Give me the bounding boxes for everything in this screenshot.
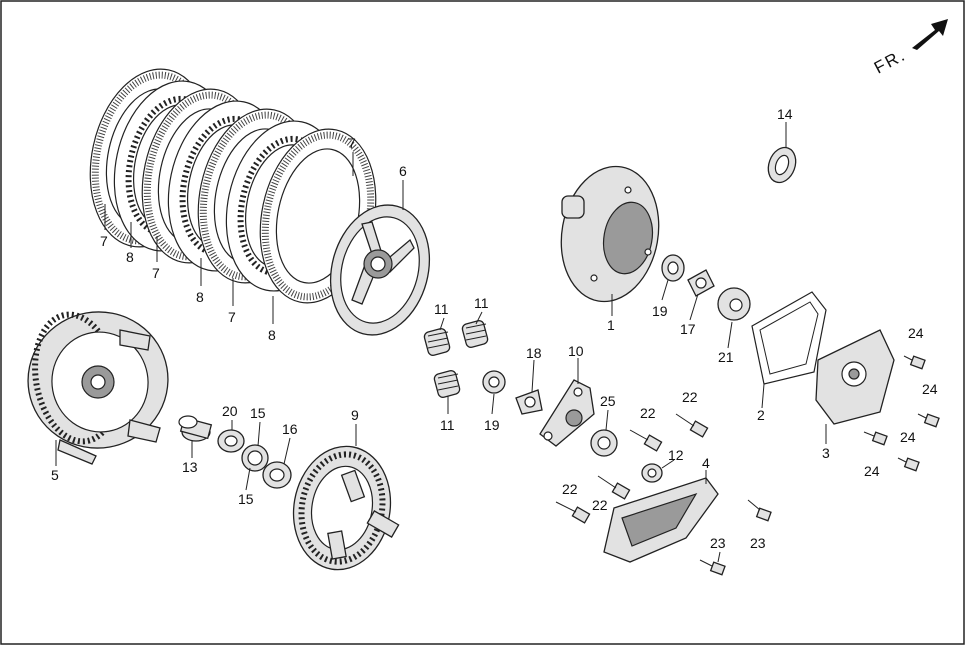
clutch-spring-2 [461, 320, 489, 348]
callout-12: 12 [668, 447, 684, 463]
callout-8: 8 [268, 327, 276, 343]
callout-22: 22 [592, 497, 608, 513]
callout-10: 10 [568, 343, 584, 359]
callout-20: 20 [222, 403, 238, 419]
callout-25: 25 [600, 393, 616, 409]
callout-7: 7 [152, 265, 160, 281]
callout-22: 22 [562, 481, 578, 497]
callout-11: 11 [434, 301, 449, 317]
callout-24: 24 [864, 463, 880, 479]
bolt-22-a [555, 501, 591, 524]
clutch-plate-stack [89, 68, 377, 304]
callout-7: 7 [348, 135, 356, 151]
callout-22: 22 [640, 405, 656, 421]
pressure-plate [329, 204, 431, 336]
primary-drive-housing [560, 165, 660, 303]
callout-8: 8 [196, 289, 204, 305]
lock-washer-15 [241, 444, 269, 472]
callout-4: 4 [702, 455, 710, 471]
lock-washer-17 [687, 269, 715, 297]
screw-24-c [863, 431, 888, 446]
callout-15: 15 [238, 491, 254, 507]
callout-7: 7 [228, 309, 236, 325]
callout-11: 11 [440, 417, 455, 433]
callout-15: 15 [250, 405, 266, 421]
callout-19: 19 [652, 303, 668, 319]
callout-24: 24 [908, 325, 924, 341]
bolt-23-b [747, 499, 772, 522]
bolt-23-a [699, 559, 726, 576]
callout-22: 22 [682, 389, 698, 405]
bearing-25 [590, 429, 618, 457]
callout-23: 23 [710, 535, 726, 551]
callout-14: 14 [777, 106, 793, 122]
collar-21 [717, 287, 751, 321]
callout-2: 2 [757, 407, 765, 423]
callout-19: 19 [484, 417, 500, 433]
callout-18: 18 [526, 345, 542, 361]
callout-11: 11 [474, 295, 489, 311]
callout-16: 16 [282, 421, 298, 437]
callout-3: 3 [822, 445, 830, 461]
callout-24: 24 [922, 381, 938, 397]
screw-24-a [903, 355, 926, 370]
front-direction-indicator: FR. [871, 19, 948, 78]
lifter-plate-18 [515, 389, 543, 415]
collar-12 [641, 463, 663, 483]
lifter-plate-10 [539, 379, 595, 447]
callout-8: 8 [126, 249, 134, 265]
callout-24: 24 [900, 429, 916, 445]
clutch-cover [815, 329, 895, 425]
washer-19-lower [482, 370, 506, 394]
screw-24-d [897, 457, 920, 472]
leader-lines [55, 122, 827, 563]
clutch-spring-1 [423, 328, 451, 356]
washer-14 [767, 146, 797, 184]
callout-13: 13 [182, 459, 198, 475]
callout-5: 5 [51, 467, 59, 483]
lock-nut-16 [262, 461, 292, 489]
callout-7: 7 [100, 233, 108, 249]
callout-23: 23 [750, 535, 766, 551]
clutch-spring-3 [433, 370, 461, 398]
callout-9: 9 [351, 407, 359, 423]
callout-6: 6 [399, 163, 407, 179]
callout-1: 1 [607, 317, 615, 333]
bolt-22-b [597, 475, 631, 500]
callout-21: 21 [718, 349, 734, 365]
bolt-22-d [675, 413, 709, 438]
bolt-22-c [629, 429, 663, 452]
washer-19-upper [661, 254, 685, 282]
front-arrow-icon [912, 19, 948, 50]
clutch-center-hub [292, 445, 400, 571]
clutch-center-sleeve [178, 415, 213, 442]
callout-17: 17 [680, 321, 696, 337]
screw-24-b [917, 413, 940, 428]
thrust-washer-20 [217, 429, 245, 453]
callout-labels: 7 8 7 8 7 8 7 6 14 1 19 17 21 11 11 11 1… [51, 106, 938, 551]
front-direction-label: FR. [871, 45, 909, 77]
cover-gasket [751, 291, 827, 385]
clutch-outer-basket [27, 311, 169, 465]
